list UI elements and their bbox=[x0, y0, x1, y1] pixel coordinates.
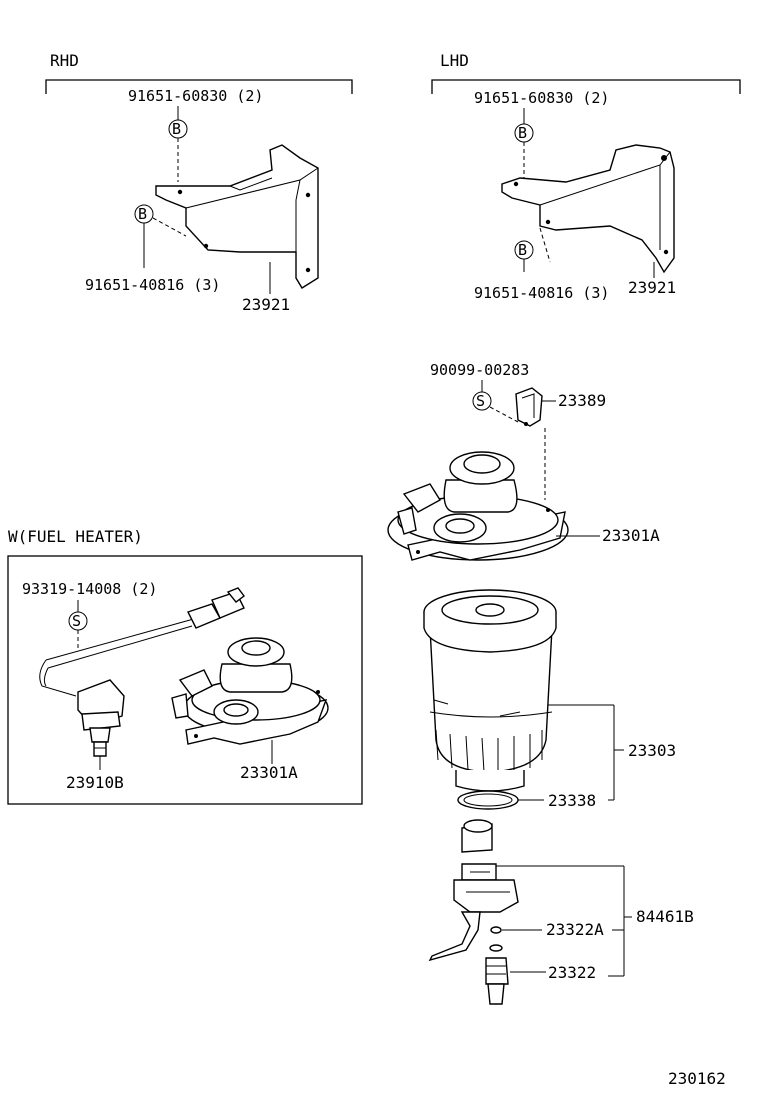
clip-label: 23389 bbox=[558, 391, 606, 410]
svg-text:S: S bbox=[72, 612, 81, 630]
rhd-bracket-label: 23921 bbox=[242, 295, 290, 314]
o-ring-inner bbox=[463, 793, 513, 807]
element-label: 23303 bbox=[628, 741, 676, 760]
rhd-bolt-upper-symbol: B bbox=[168, 119, 188, 139]
filter-head-part bbox=[387, 451, 569, 561]
lhd-bolt-upper-label: 91651-60830 (2) bbox=[474, 89, 609, 107]
rhd-bracket-line bbox=[45, 79, 353, 94]
lhd-bracket-part bbox=[501, 144, 675, 274]
lhd-bracket-line bbox=[431, 79, 741, 94]
rhd-bolt-lower-symbol: B bbox=[134, 204, 154, 224]
small-o-ring-part bbox=[490, 926, 502, 934]
svg-text:B: B bbox=[518, 124, 527, 142]
sensor-label: 84461B bbox=[636, 907, 694, 926]
lhd-heading: LHD bbox=[440, 51, 469, 70]
fuel-heater-box bbox=[7, 555, 363, 805]
screw-dash bbox=[489, 406, 519, 423]
fuel-heater-section: W(FUEL HEATER) 93319-14008 (2) S 23910B bbox=[7, 527, 363, 805]
rhd-bolt-upper-label: 91651-60830 (2) bbox=[128, 87, 263, 105]
switch-part bbox=[485, 944, 509, 1005]
screw-symbol: S bbox=[472, 391, 492, 411]
lhd-section: LHD 91651-60830 (2) B B 91651-40816 (3) … bbox=[431, 51, 741, 302]
heater-label: 23910B bbox=[66, 773, 124, 792]
screw-label: 90099-00283 bbox=[430, 361, 529, 379]
rhd-heading: RHD bbox=[50, 51, 79, 70]
fuel-heater-screw-label: 93319-14008 (2) bbox=[22, 580, 157, 598]
diagram-code: 230162 bbox=[668, 1069, 726, 1088]
main-assembly: 90099-00283 S 23389 bbox=[387, 361, 694, 1005]
clip-part bbox=[515, 387, 543, 427]
fuel-heater-screw-symbol: S bbox=[68, 611, 88, 631]
fuel-heater-heading: W(FUEL HEATER) bbox=[8, 527, 143, 546]
rhd-bolt-lower-label: 91651-40816 (3) bbox=[85, 276, 220, 294]
heater-part bbox=[39, 587, 245, 757]
rhd-section: RHD 91651-60830 (2) B B 91651-40816 (3) … bbox=[45, 51, 353, 314]
o-ring-label: 23338 bbox=[548, 791, 596, 810]
lhd-bracket-label: 23921 bbox=[628, 278, 676, 297]
switch-label: 23322 bbox=[548, 963, 596, 982]
sensor-assy-part bbox=[428, 819, 519, 962]
svg-text:B: B bbox=[518, 241, 527, 259]
rhd-bracket-part bbox=[155, 144, 319, 289]
rhd-dash-lower bbox=[152, 217, 187, 237]
lhd-dash-lower bbox=[539, 227, 551, 263]
svg-text:B: B bbox=[138, 205, 147, 223]
heater-filter-head-part bbox=[171, 637, 329, 745]
svg-text:B: B bbox=[172, 120, 181, 138]
small-o-ring-label: 23322A bbox=[546, 920, 604, 939]
filter-head-label: 23301A bbox=[602, 526, 660, 545]
svg-text:S: S bbox=[476, 392, 485, 410]
lhd-bolt-lower-symbol: B bbox=[514, 240, 534, 260]
heater-filter-head-label: 23301A bbox=[240, 763, 298, 782]
filter-element-part bbox=[423, 589, 557, 792]
lhd-bolt-lower-label: 91651-40816 (3) bbox=[474, 284, 609, 302]
lhd-bolt-upper-symbol: B bbox=[514, 123, 534, 143]
